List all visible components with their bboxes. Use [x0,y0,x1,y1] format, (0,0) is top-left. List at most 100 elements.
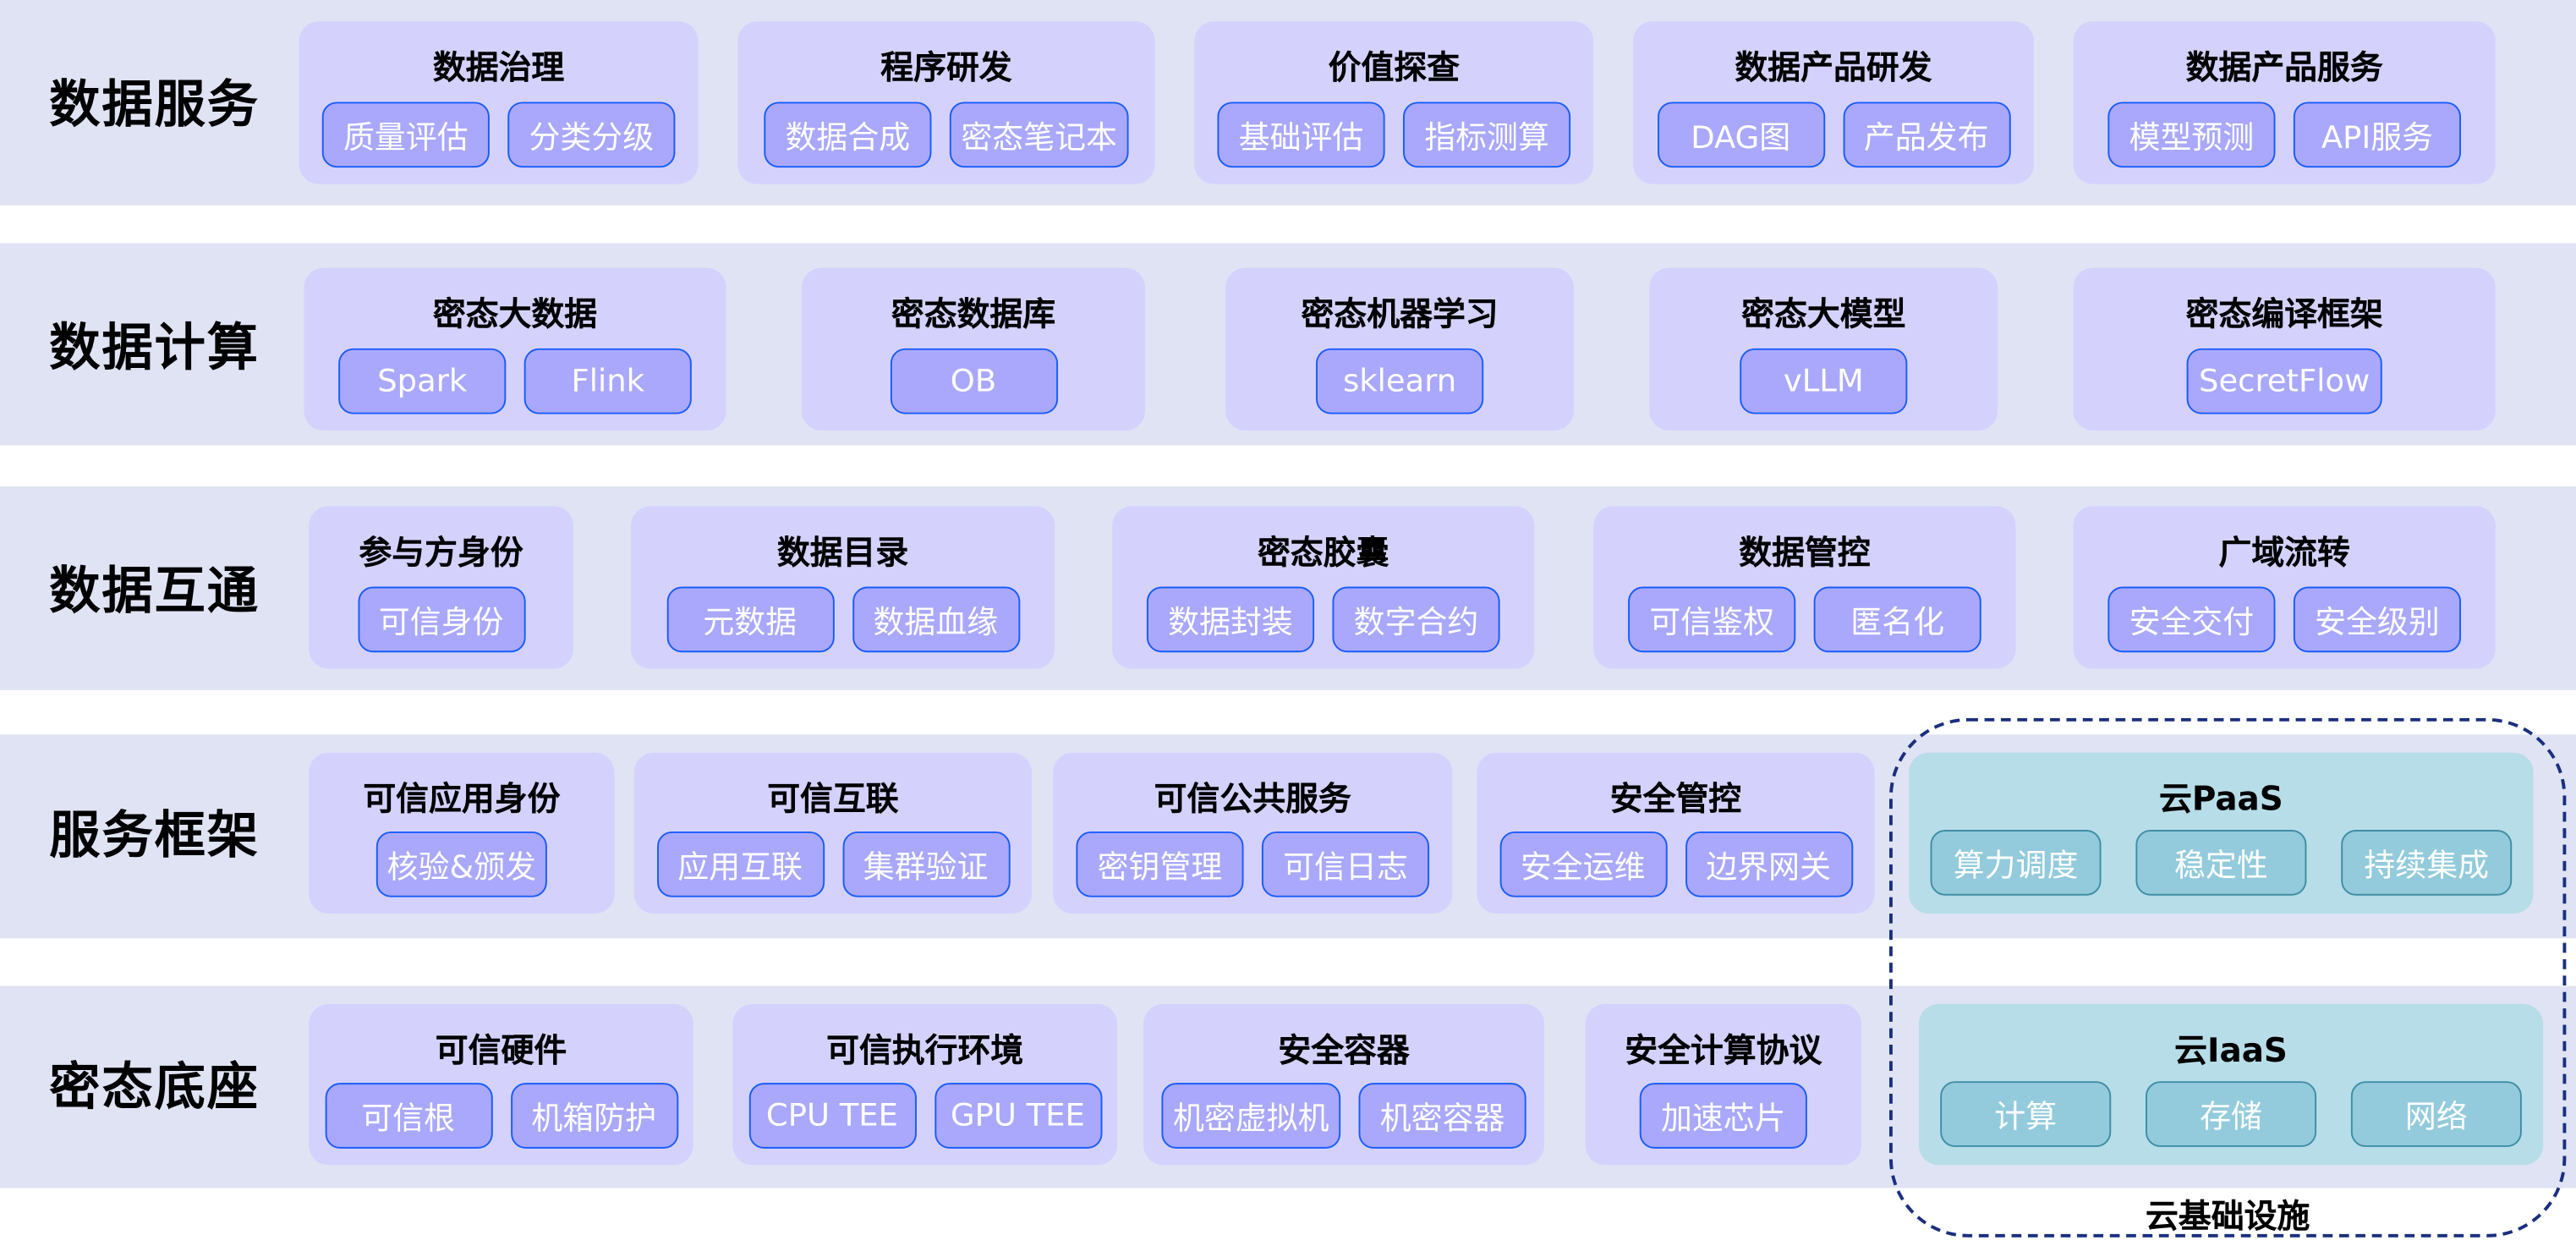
module-title: 安全容器 [1278,1030,1410,1070]
module-group: 数据目录元数据数据血缘 [630,506,1055,669]
component-chip: 可信身份 [357,586,525,653]
module-title: 数据产品服务 [2185,47,2383,87]
module-title: 密态数据库 [891,294,1056,334]
module-group: 可信应用身份核验&颁发 [309,752,615,914]
module-group: 安全管控安全运维边界网关 [1477,752,1875,914]
module-title: 云PaaS [2159,778,2283,819]
component-list: vLLM [1649,348,1998,414]
module-title: 安全管控 [1609,778,1742,819]
component-chip: 加速芯片 [1639,1083,1807,1149]
component-list: 应用互联集群验证 [634,831,1032,897]
component-chip: 算力调度 [1930,830,2102,896]
component-list: DAG图产品发布 [1633,102,2034,168]
module-title: 安全计算协议 [1625,1030,1822,1070]
module-group: 可信硬件可信根机箱防护 [309,1003,693,1166]
module-title: 密态胶囊 [1258,532,1389,573]
component-list: 密钥管理可信日志 [1053,831,1452,897]
module-group: 密态机器学习 sklearn [1225,267,1575,431]
module-title: 可信执行环境 [826,1030,1024,1070]
module-title: 密态机器学习 [1301,294,1499,334]
component-chip: API服务 [2293,102,2462,168]
module-title: 云IaaS [2174,1030,2288,1070]
layer-label: 密态底座 [49,1058,260,1117]
component-chip: Spark [338,348,507,414]
component-list: 核验&颁发 [309,831,614,897]
component-chip: vLLM [1740,348,1908,414]
cloud-module: 云IaaS 计算存储网络 [1918,1003,2544,1166]
layer-label: 服务框架 [49,806,260,866]
component-chip: 数据血缘 [852,586,1020,653]
module-group: 密态胶囊数据封装数字合约 [1112,506,1535,669]
module-group: 价值探查基础评估指标测算 [1194,21,1594,184]
module-title: 数据目录 [776,532,909,573]
module-group: 程序研发数据合成密态笔记本 [737,21,1155,184]
component-chip: 可信根 [324,1083,492,1149]
module-title: 可信应用身份 [363,778,561,819]
component-list: 算力调度稳定性持续集成 [1909,830,2533,896]
component-list: OB [802,348,1145,414]
component-chip: OB [889,348,1058,414]
component-chip: 机密虚拟机 [1161,1083,1341,1149]
component-chip: 基础评估 [1217,102,1385,168]
component-list: 模型预测 API服务 [2074,102,2496,168]
module-title: 数据产品研发 [1735,47,1932,87]
module-title: 价值探查 [1328,47,1461,87]
component-chip: 可信鉴权 [1628,586,1796,653]
component-chip: 应用互联 [656,831,825,897]
module-group: 密态数据库 OB [801,267,1145,431]
module-title: 可信互联 [767,778,899,819]
cloud-infrastructure-label: 云基础设施 [2146,1196,2310,1236]
component-chip: 机箱防护 [510,1083,678,1149]
component-chip: sklearn [1316,348,1484,414]
component-list: 机密虚拟机机密容器 [1143,1083,1544,1149]
component-list: 可信鉴权匿名化 [1593,586,2015,653]
component-list: 基础评估指标测算 [1194,102,1593,168]
module-title: 密态大模型 [1741,294,1906,334]
component-list: sklearn [1225,348,1574,414]
component-chip: 计算 [1940,1081,2112,1147]
component-chip: 数据合成 [764,102,932,168]
cloud-infrastructure-boundary [1888,717,2567,1238]
module-group: 参与方身份可信身份 [309,506,573,669]
component-chip: 存储 [2146,1081,2317,1147]
module-group: 可信公共服务密钥管理可信日志 [1053,752,1453,914]
component-chip: 稳定性 [2135,830,2307,896]
cloud-module: 云PaaS 算力调度稳定性持续集成 [1909,752,2534,914]
component-chip: 模型预测 [2107,102,2276,168]
component-chip: 安全运维 [1499,831,1667,897]
component-chip: 可信日志 [1261,831,1430,897]
component-chip: 密态笔记本 [949,102,1129,168]
component-chip: 边界网关 [1685,831,1853,897]
component-list: 安全运维边界网关 [1477,831,1874,897]
component-chip: 网络 [2350,1081,2522,1147]
module-group: 广域流转安全交付安全级别 [2073,506,2496,669]
component-chip: SecretFlow [2187,348,2381,414]
module-group: 数据治理质量评估分类分级 [299,21,699,184]
component-chip: 安全交付 [2107,586,2276,653]
component-chip: 产品发布 [1842,102,2010,168]
layer-label: 数据服务 [49,75,260,135]
module-title: 程序研发 [880,47,1012,87]
module-title: 密态编译框架 [2185,294,2383,334]
component-chip: 指标测算 [1402,102,1571,168]
module-group: 安全容器机密虚拟机机密容器 [1143,1003,1545,1166]
component-chip: 持续集成 [2341,830,2513,896]
component-list: 安全交付安全级别 [2074,586,2496,653]
component-chip: DAG图 [1657,102,1825,168]
module-title: 可信硬件 [435,1030,567,1070]
module-title: 密态大数据 [432,294,598,334]
component-chip: 机密容器 [1358,1083,1526,1149]
component-list: 加速芯片 [1586,1083,1861,1149]
component-chip: 质量评估 [321,102,490,168]
component-chip: 安全级别 [2293,586,2462,653]
component-chip: 集群验证 [841,831,1010,897]
module-title: 参与方身份 [359,532,523,573]
module-group: 数据管控可信鉴权匿名化 [1593,506,2016,669]
component-list: 可信根机箱防护 [309,1083,693,1149]
module-group: 可信互联应用互联集群验证 [633,752,1032,914]
component-chip: Flink [523,348,692,414]
